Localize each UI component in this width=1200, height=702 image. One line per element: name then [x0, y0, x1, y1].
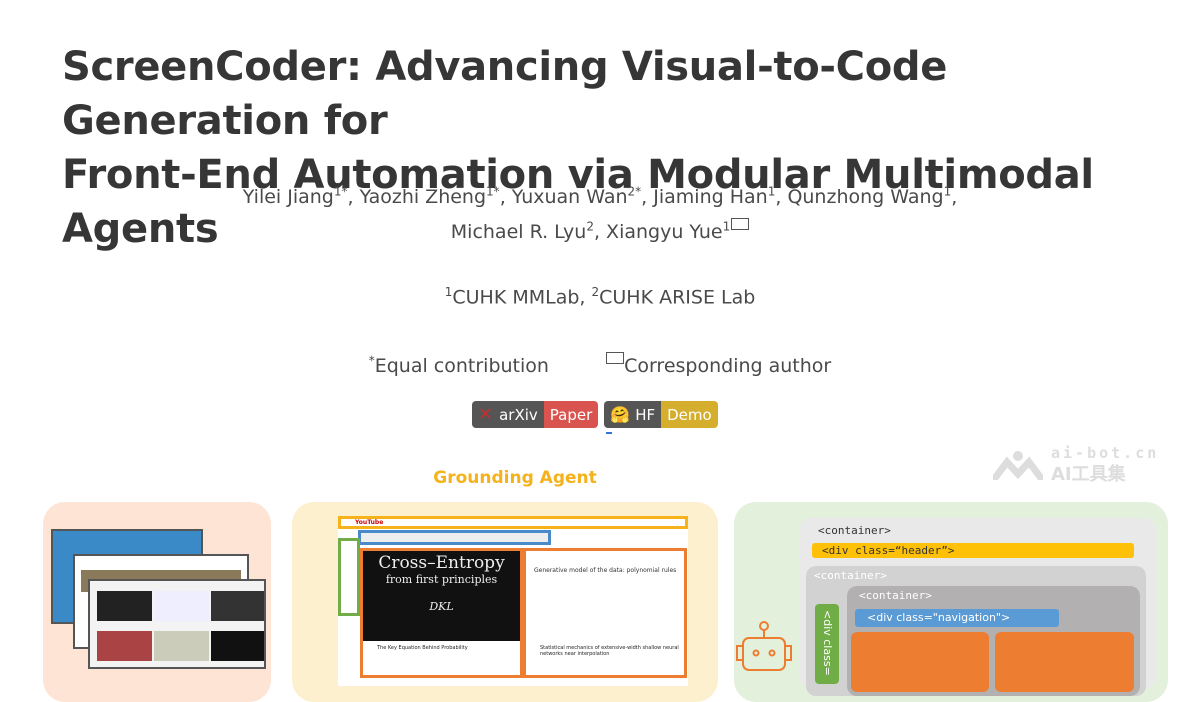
header-region: YouTube [338, 516, 688, 529]
video-thumbnail: Generative model of the data: polynomial… [534, 567, 677, 574]
arxiv-icon: ✕ [478, 404, 494, 425]
video-thumbnail: Cross–Entropy from first principles DKL [363, 551, 520, 641]
envelope-icon [731, 218, 750, 230]
navigation-region [358, 530, 551, 545]
author[interactable]: Xiangyu Yue1 [606, 219, 731, 243]
envelope-icon [606, 352, 625, 364]
grounding-agent-label: Grounding Agent [433, 468, 597, 488]
author-list: Yilei Jiang1*, Yaozhi Zheng1*, Yuxuan Wa… [242, 185, 958, 209]
author[interactable]: Michael R. Lyu2 [450, 219, 594, 243]
video-card-region: Cross–Entropy from first principles DKL … [360, 548, 523, 678]
youtube-screenshot: YouTube Cross–Entropy from first princip… [338, 516, 688, 686]
page-title: ScreenCoder: Advancing Visual-to-Code Ge… [62, 44, 1094, 252]
link-underline [606, 432, 612, 434]
author-list-2: Michael R. Lyu2, Xiangyu Yue1 [0, 218, 1200, 243]
robot-icon [736, 621, 792, 671]
video-title: Statistical mechanics of extensive-width… [540, 645, 679, 657]
hf-demo-button[interactable]: 🤗HF Demo [604, 401, 718, 428]
sidebar-div: <div class= [815, 604, 839, 684]
screenshot-thumbnail [88, 579, 266, 669]
watermark-line2: AI工具集 [1051, 464, 1126, 485]
watermark: ai-bot.cn AI工具集 [993, 444, 1193, 494]
affiliations: 1CUHK MMLab, 2CUHK ARISE Lab [444, 285, 756, 309]
author[interactable]: Yilei Jiang1* [242, 185, 348, 209]
video-card-region: Generative model of the data: polynomial… [523, 548, 687, 678]
input-screenshots-panel [43, 502, 271, 702]
watermark-line1: ai-bot.cn [1051, 444, 1160, 462]
navigation-div: <div class="navigation"> [855, 609, 1059, 627]
hugging-face-icon: 🤗 [610, 405, 631, 424]
content-block [851, 632, 989, 692]
author[interactable]: Qunzhong Wang1 [787, 185, 952, 209]
watermark-logo-icon [993, 451, 1043, 480]
author[interactable]: Yuxuan Wan2* [511, 185, 642, 209]
sidebar-region [338, 538, 360, 616]
video-title: The Key Equation Behind Probability [377, 645, 468, 651]
author[interactable]: Jiaming Han1 [653, 185, 776, 209]
header-div: <div class=“header”> [812, 543, 1134, 558]
content-block [995, 632, 1134, 692]
contribution-notes: *Equal contribution Corresponding author [368, 352, 832, 377]
arxiv-paper-button[interactable]: ✕arXiv Paper [472, 401, 599, 428]
author[interactable]: Yaozhi Zheng1* [359, 185, 500, 209]
